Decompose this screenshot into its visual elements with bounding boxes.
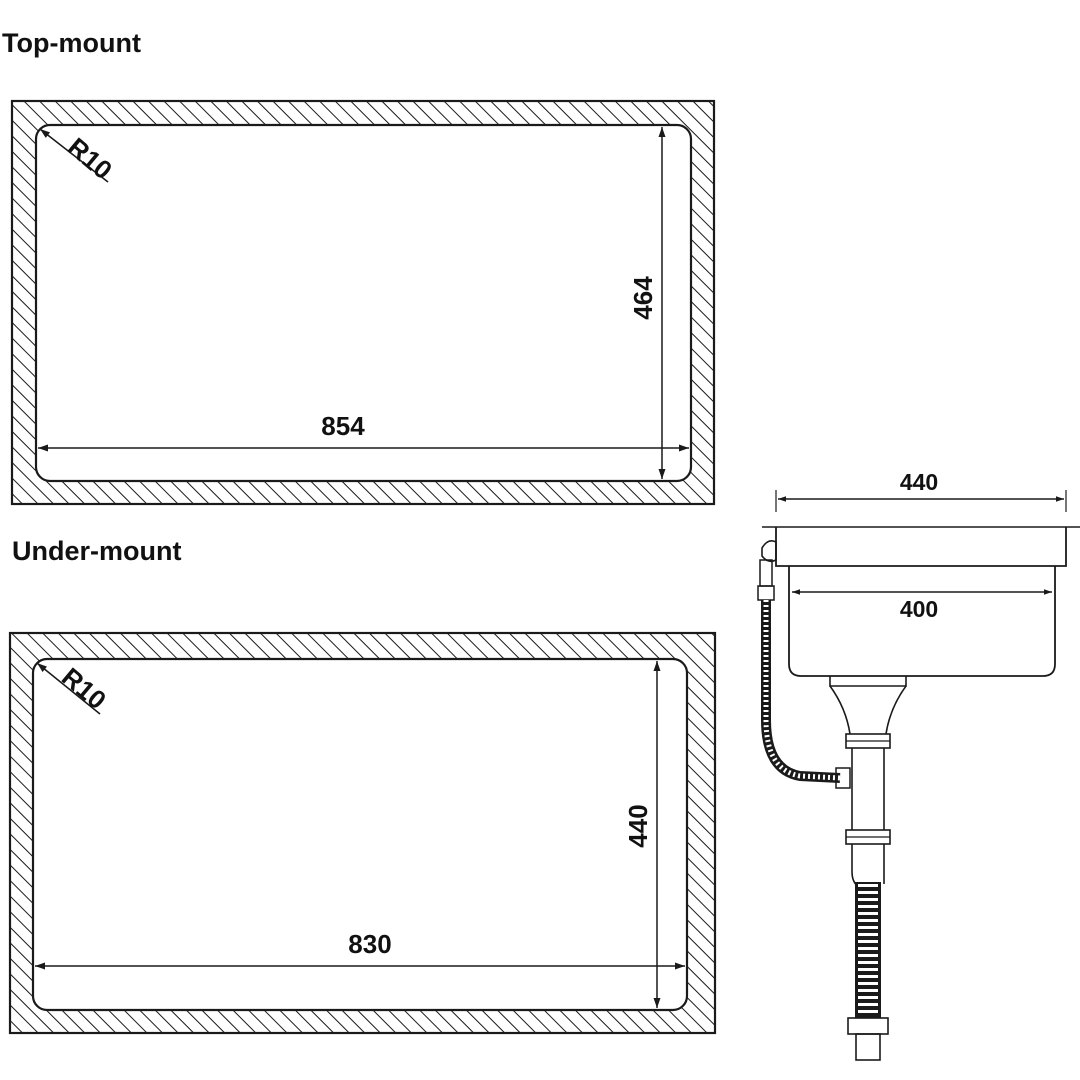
top-mount-title: Top-mount [2, 28, 141, 58]
under-mount-plan: R10 830 440 [8, 631, 717, 1035]
under-mount-countertop-hatch [10, 633, 715, 1033]
drain-flange [829, 676, 907, 687]
under-mount-cutout-edge [31, 657, 689, 1012]
overflow-fitting [761, 540, 777, 563]
top-radius-leader [39, 128, 109, 183]
under-height-label: 440 [623, 804, 653, 847]
side-flange [775, 527, 1067, 567]
side-bowl [788, 566, 1056, 677]
drain-funnel [829, 685, 907, 735]
top-mount-plan: R10 854 464 [10, 99, 716, 506]
under-mount-title: Under-mount [12, 536, 182, 566]
under-mount-outer-edge [8, 631, 717, 1035]
under-width-label: 830 [348, 929, 391, 959]
top-radius-label: R10 [62, 132, 118, 186]
overflow-connector-lower [757, 585, 775, 601]
overflow-connector [759, 559, 773, 587]
drain-end-tail [855, 1033, 881, 1061]
top-mount-cutout-edge [34, 123, 693, 483]
side-view: 440 400 [757, 469, 1080, 1061]
side-overall-width-label: 440 [900, 469, 938, 495]
overflow-hose-outer [761, 600, 841, 783]
overflow-hose-inner [763, 600, 841, 781]
drain-pipe [851, 748, 885, 830]
top-width-label: 854 [321, 411, 365, 441]
top-height-label: 464 [628, 276, 658, 320]
side-bowl-width-label: 400 [900, 596, 938, 622]
top-mount-outer-edge [10, 99, 716, 506]
hose-connector [835, 767, 851, 789]
under-radius-label: R10 [56, 662, 112, 716]
under-radius-leader [36, 662, 101, 715]
drain-end-connector [847, 1017, 889, 1035]
